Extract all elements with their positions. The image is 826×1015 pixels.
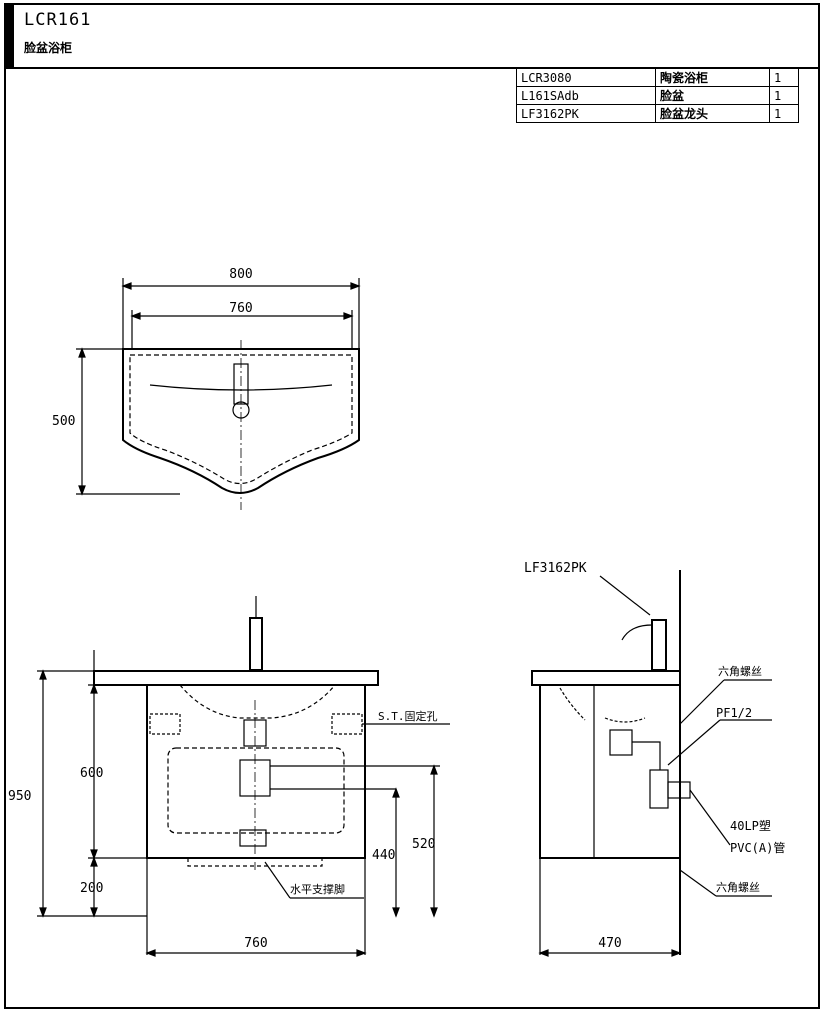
dim-950: 950 <box>8 789 31 804</box>
dim-440: 440 <box>372 848 395 863</box>
label-pf: PF1/2 <box>716 706 752 720</box>
dim-800: 800 <box>229 267 252 282</box>
table-row: LCR3080 陶瓷浴柜 1 <box>516 68 799 87</box>
faucet-label: LF3162PK <box>524 561 587 576</box>
front-view: S.T.固定孔 水平支撑脚 950 600 200 440 <box>8 596 450 957</box>
parts-table: LCR3080 陶瓷浴柜 1 L161SAdb 脸盆 1 LF3162PK 脸盆… <box>516 68 799 123</box>
dim-470: 470 <box>598 936 621 951</box>
model-number: LCR161 <box>24 10 92 30</box>
dim-760-bottom: 760 <box>244 936 267 951</box>
top-view: 800 760 500 <box>52 267 361 510</box>
header-divider <box>4 67 820 69</box>
part-name: 陶瓷浴柜 <box>655 68 770 87</box>
dim-200: 200 <box>80 881 103 896</box>
drawing-sheet <box>4 3 820 1009</box>
dim-520: 520 <box>412 837 435 852</box>
part-code: LF3162PK <box>516 104 656 123</box>
label-pipe-1: 40LP塑 <box>730 818 771 833</box>
part-qty: 1 <box>769 104 799 123</box>
dim-760-top: 760 <box>229 301 252 316</box>
side-view: LF3162PK 六角螺丝 PF1/2 40LP塑 PVC(A)管 六角螺丝 4… <box>524 561 785 957</box>
label-pipe-2: PVC(A)管 <box>730 840 785 855</box>
part-name: 脸盆龙头 <box>655 104 770 123</box>
title-block-bar <box>4 3 14 68</box>
label-hex-screw-top: 六角螺丝 <box>718 665 762 678</box>
table-row: LF3162PK 脸盆龙头 1 <box>516 104 799 123</box>
part-code: L161SAdb <box>516 86 656 105</box>
model-name: 脸盆浴柜 <box>24 41 73 55</box>
dim-500: 500 <box>52 414 75 429</box>
table-row: L161SAdb 脸盆 1 <box>516 86 799 105</box>
label-st-holes: S.T.固定孔 <box>378 709 438 723</box>
part-name: 脸盆 <box>655 86 770 105</box>
dim-600: 600 <box>80 766 103 781</box>
label-hex-screw-bottom: 六角螺丝 <box>716 881 760 894</box>
label-level-foot: 水平支撑脚 <box>290 882 345 896</box>
